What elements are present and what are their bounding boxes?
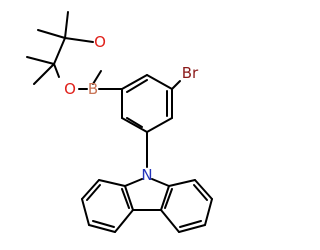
pinacol-ring-bonds — [26, 11, 102, 90]
bond-c-o-lower — [53, 63, 60, 78]
bond-aryl-1 — [121, 74, 148, 90]
bond-aryl-5 — [121, 117, 148, 133]
atom-labels: Br B O O N — [64, 33, 199, 184]
bond-c-c-pinacol — [53, 37, 66, 65]
bond-o-upper-c — [64, 37, 94, 43]
carbazole-bonds — [81, 178, 213, 233]
bond-methyl-1 — [64, 11, 69, 39]
bond-left-ring-5 — [114, 209, 134, 233]
bond-n-c-right — [151, 178, 170, 187]
bond-left-double-1 — [86, 184, 101, 201]
bond-right-ring-2 — [194, 179, 213, 200]
oxygen-lower-label: O — [64, 80, 76, 98]
bond-c-br — [171, 80, 181, 90]
bond-right-ring-4 — [178, 224, 206, 233]
chemical-structure: Br B O O N — [26, 11, 213, 233]
bond-left-double-3 — [121, 188, 130, 209]
bond-right-ring-5 — [160, 209, 180, 233]
bromine-label: Br — [182, 64, 199, 82]
bond-left-ring-4 — [88, 224, 116, 233]
bond-methyl-3 — [26, 56, 55, 65]
nitrogen-label: N — [141, 166, 152, 184]
oxygen-upper-label: O — [94, 33, 106, 51]
bond-methyl-2 — [37, 29, 66, 39]
bond-b-o-upper — [92, 70, 102, 85]
bond-right-double-1 — [193, 184, 208, 201]
phenyl-ring-bonds — [98, 74, 181, 168]
bond-carb-right-1 — [160, 185, 170, 211]
bond-right-double-2 — [179, 220, 202, 228]
bond-carb-left-1 — [124, 185, 134, 211]
bond-n-c-left — [124, 178, 143, 187]
bond-aryl-double-3 — [126, 117, 143, 128]
bond-left-ring-1 — [98, 179, 126, 187]
bond-left-double-2 — [92, 220, 115, 228]
bond-left-ring-2 — [81, 179, 100, 200]
bond-aryl-double-1 — [126, 79, 148, 93]
boron-label: B — [88, 80, 98, 98]
bond-aryl-4 — [146, 117, 173, 133]
bond-right-double-3 — [164, 188, 173, 209]
bond-left-ring-3 — [81, 198, 90, 226]
bond-right-ring-1 — [168, 179, 196, 187]
bond-aryl-2 — [146, 74, 173, 90]
bond-right-ring-3 — [204, 198, 213, 226]
bond-methyl-4 — [33, 63, 55, 85]
